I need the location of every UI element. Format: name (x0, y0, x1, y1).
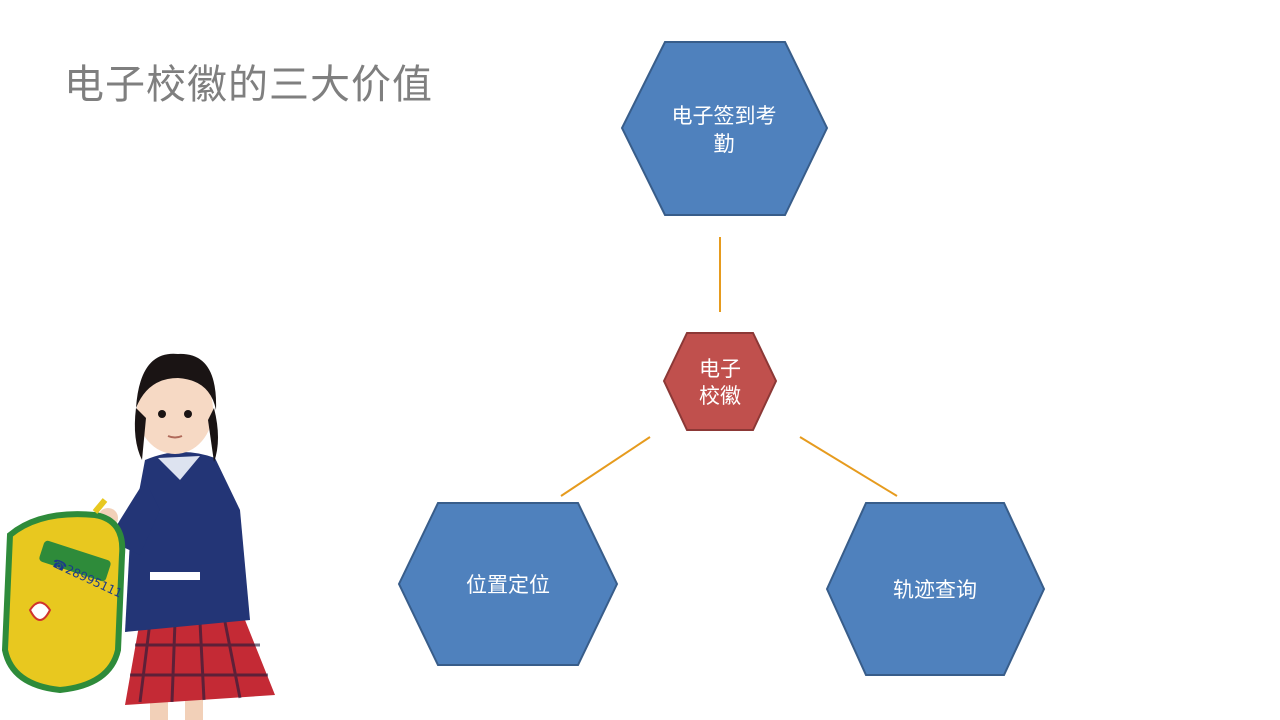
connector-left (560, 436, 651, 497)
hex-node-center: 电子 校徽 (662, 332, 778, 431)
girl-with-backpack-photo: ☎28995111 (1, 353, 275, 720)
hex-node-track: 轨迹查询 (825, 502, 1046, 676)
connector-right (799, 436, 898, 497)
hex-label-track: 轨迹查询 (893, 578, 977, 602)
hex-label-center-line2: 校徽 (699, 384, 741, 408)
hex-label-center-line1: 电子 (699, 357, 741, 381)
hex-label-attendance-line2: 勤 (714, 132, 735, 156)
hex-node-location: 位置定位 (397, 502, 619, 666)
hex-node-attendance: 电子签到考 勤 (620, 41, 829, 216)
hex-label-attendance-line1: 电子签到考 (672, 104, 777, 128)
hex-label-location: 位置定位 (466, 573, 550, 597)
backpack: ☎28995111 (1, 498, 126, 694)
slide-title: 电子校徽的三大价值 (64, 62, 433, 108)
